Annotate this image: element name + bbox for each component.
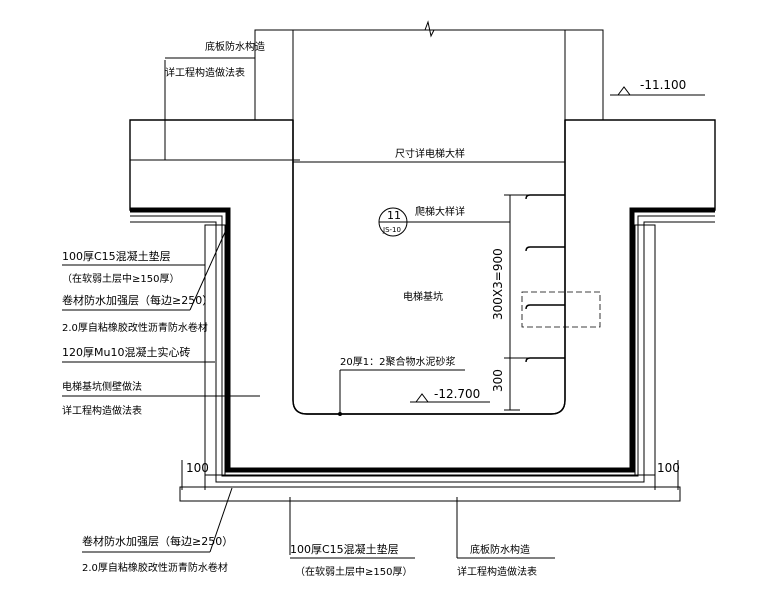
dim-100-left: 100 [186,461,209,475]
elevation-marker-bottom-icon [415,393,429,403]
label-top-waterproof-2: 详工程构造做法表 [165,66,245,79]
label-mortar: 20厚1：2聚合物水泥砂浆 [340,355,455,368]
bottom-center-label-1: 100厚C15混凝土垫层 [290,542,399,556]
bottom-center-label-2: （在软弱土层中≥150厚） [295,565,412,578]
elevation-bottom-label: -12.700 [434,387,480,401]
left-label-5: 120厚Mu10混凝土实心砖 [62,345,190,359]
bottom-annotations: 卷材防水加强层（每边≥250） 2.0厚自粘橡胶改性沥青防水卷材 100厚C15… [82,487,555,578]
bottom-cushion-layer [179,486,681,502]
ladder-detail-callout-box [521,291,601,328]
left-annotations: 100厚C15混凝土垫层 （在软弱土层中≥150厚） 卷材防水加强层（每边≥25… [62,229,260,417]
left-label-4: 2.0厚自粘橡胶改性沥青防水卷材 [62,321,208,334]
bottom-right-label-1: 底板防水构造 [470,543,530,556]
bottom-right-label-2: 详工程构造做法表 [457,565,537,578]
label-size-ref: 尺寸详电梯大样 [395,147,465,160]
left-label-1: 100厚C15混凝土垫层 [62,249,171,263]
elevation-marker-top-icon [617,86,631,96]
label-top-waterproof-1: 底板防水构造 [205,40,265,53]
bottom-mortar-layer [204,474,656,488]
left-label-3: 卷材防水加强层（每边≥250） [62,293,213,307]
label-ladder-ref: 爬梯大样详 [415,205,465,218]
dim-300-label: 300 [491,369,505,392]
left-label-6: 电梯基坑侧壁做法 [62,380,142,393]
upper-right-wall [564,29,604,121]
bottom-left-label-2: 2.0厚自粘橡胶改性沥青防水卷材 [82,561,228,574]
label-pit: 电梯基坑 [403,290,443,303]
detail-sheet: JS-10 [382,226,401,234]
left-label-2: （在软弱土层中≥150厚） [62,272,179,285]
dim-vertical-label: 300X3=900 [491,248,505,320]
dim-100-right: 100 [657,461,680,475]
detail-number: 11 [387,209,401,222]
elevation-top-label: -11.100 [640,78,686,92]
bottom-left-label-1: 卷材防水加强层（每边≥250） [82,534,233,548]
ladder-rungs [525,194,565,363]
left-label-7: 详工程构造做法表 [62,404,142,417]
break-line-icon [424,20,435,38]
